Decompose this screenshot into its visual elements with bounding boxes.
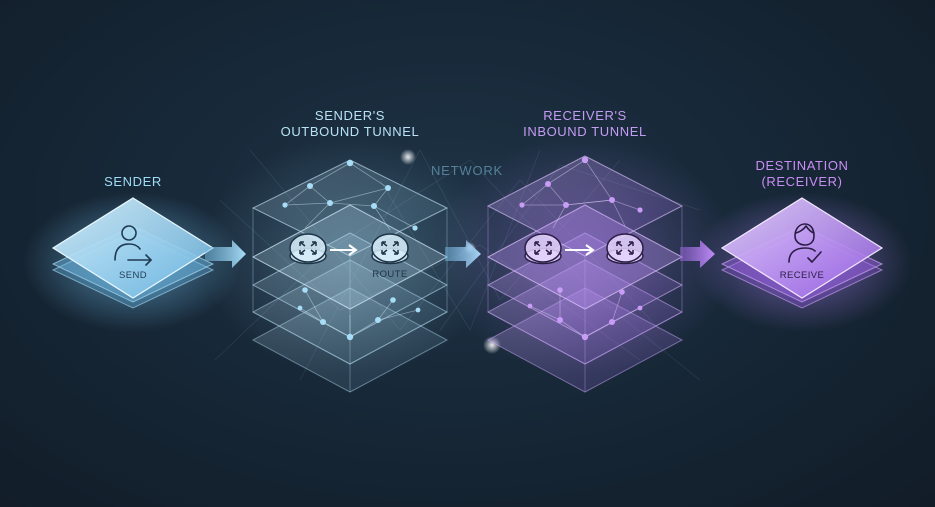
router-icon [524,233,562,265]
router-icon [289,233,327,265]
inbound-tunnel-label: RECEIVER'S INBOUND TUNNEL [505,108,665,140]
receive-caption: RECEIVE [779,270,825,281]
outbound-tunnel-label: SENDER'S OUTBOUND TUNNEL [270,108,430,140]
sender-title: SENDER [104,174,162,189]
destination-label: DESTINATION (RECEIVER) [742,158,862,190]
outbound-title-line1: SENDER'S [314,108,386,123]
outbound-title-line2: OUTBOUND TUNNEL [280,124,420,139]
destination-title-line1: DESTINATION [755,158,849,173]
send-caption: SEND [119,270,147,281]
router-icon [371,233,409,265]
sender-label: SENDER [83,174,183,190]
user-check-icon [788,223,822,263]
sender-node [23,192,243,332]
inbound-tunnel [435,135,735,393]
network-title: NETWORK [430,163,504,178]
outbound-tunnel [200,135,500,393]
user-send-icon [114,225,153,266]
inbound-title-line1: RECEIVER'S [543,108,627,123]
destination-title-line2: (RECEIVER) [761,174,843,189]
destination-node [692,192,912,332]
network-label: NETWORK [422,163,512,179]
inbound-title-line2: INBOUND TUNNEL [523,124,647,139]
route-caption: ROUTE [372,269,408,280]
router-icon [606,233,644,265]
